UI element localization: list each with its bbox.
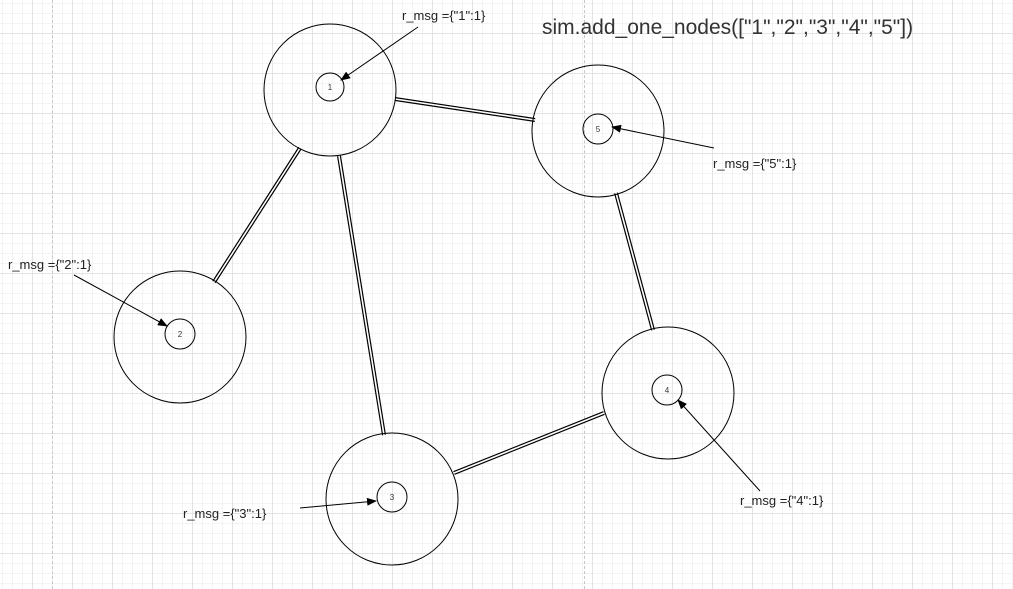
node-5-label: 5: [596, 125, 601, 134]
msg-annotation-2[interactable]: r_msg ={"2":1}: [8, 257, 168, 327]
node-4-inner-circle: [651, 374, 683, 406]
node-4-outer-circle: [601, 326, 735, 460]
msg-label-3: r_msg ={"3":1}: [183, 506, 267, 521]
edge-5-4[interactable]: [614, 192, 655, 331]
node-2[interactable]: 2: [113, 270, 247, 404]
msg-arrow-5: [611, 124, 715, 149]
msg-annotation-3[interactable]: r_msg ={"3":1}: [183, 497, 377, 521]
node-5-outer-circle: [531, 64, 665, 198]
msg-arrow-2: [73, 274, 168, 327]
node-2-inner-circle: [164, 318, 196, 350]
diagram-title: sim.add_one_nodes(["1","2","3","4","5"]): [542, 16, 914, 39]
node-1-label: 1: [328, 83, 333, 92]
msg-label-5: r_msg ={"5":1}: [713, 156, 797, 171]
edge-1-5[interactable]: [394, 97, 536, 122]
node-1-outer-circle: [263, 23, 397, 157]
node-1[interactable]: 1: [263, 23, 397, 157]
node-4[interactable]: 4: [601, 326, 735, 460]
msg-annotation-4[interactable]: r_msg ={"4":1}: [677, 399, 824, 508]
node-4-label: 4: [665, 386, 670, 395]
node-3-label: 3: [390, 493, 395, 502]
edge-4-3[interactable]: [453, 411, 605, 475]
edge-1-3[interactable]: [337, 155, 386, 436]
msg-annotation-5[interactable]: r_msg ={"5":1}: [611, 124, 797, 171]
node-3-inner-circle: [376, 481, 408, 513]
msg-arrow-4: [677, 399, 761, 492]
msg-annotation-1[interactable]: r_msg ={"1":1}: [340, 8, 486, 81]
node-2-outer-circle: [113, 270, 247, 404]
edge-1-2[interactable]: [212, 146, 302, 284]
msg-label-4: r_msg ={"4":1}: [740, 493, 824, 508]
msg-arrow-1: [340, 26, 419, 81]
page-break-line-right: [584, 0, 585, 589]
node-1-inner-circle: [315, 72, 345, 102]
node-3[interactable]: 3: [325, 432, 459, 566]
node-3-outer-circle: [325, 432, 459, 566]
node-5[interactable]: 5: [531, 64, 665, 198]
msg-arrow-3: [299, 497, 377, 509]
node-2-label: 2: [178, 330, 183, 339]
msg-label-1: r_msg ={"1":1}: [402, 8, 486, 23]
msg-label-2: r_msg ={"2":1}: [8, 257, 92, 272]
page-break-line-left: [52, 0, 53, 589]
